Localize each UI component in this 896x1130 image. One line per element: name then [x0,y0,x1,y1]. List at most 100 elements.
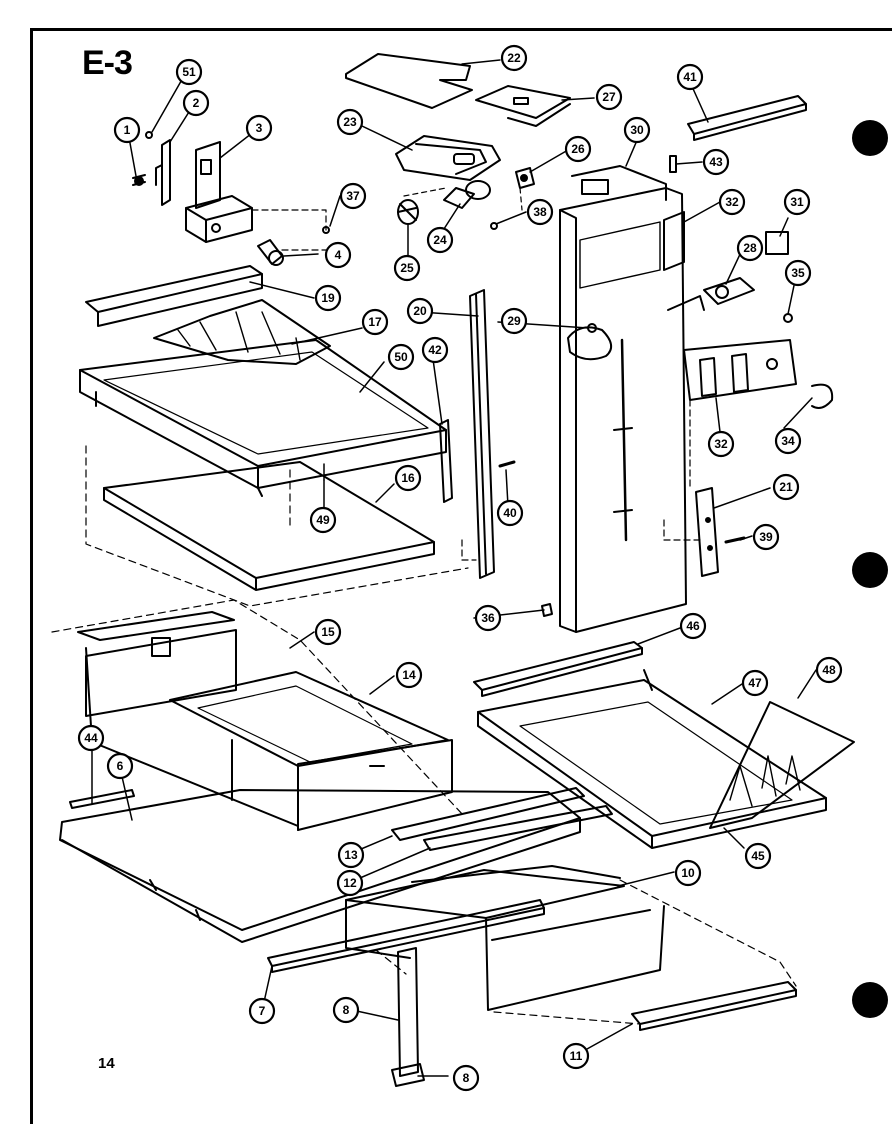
callout-49: 49 [309,506,337,534]
callout-number: 32 [725,195,739,209]
callout-number: 11 [570,1049,583,1063]
callout-7: 7 [248,997,276,1025]
rail-part-12 [423,805,613,851]
callout-number: 37 [346,189,360,203]
callout-number: 17 [368,315,382,329]
callout-number: 48 [822,663,836,677]
callout-22: 22 [500,44,528,72]
callout-number: 49 [316,513,330,527]
callout-number: 8 [463,1071,470,1085]
callout-number: 50 [394,350,408,364]
trim-strip-part-41 [687,95,807,141]
callout-number: 26 [571,142,585,156]
callout-2: 2 [182,89,210,117]
callout-36: 36 [474,604,502,632]
leader-lines [91,59,817,1077]
callout-number: 6 [117,759,124,773]
callout-28: 28 [736,234,764,262]
evaporator-cover-part-30 [559,165,687,633]
callout-8: 8 [332,996,360,1024]
callout-46: 46 [679,612,707,640]
callout-44: 44 [77,724,105,752]
callout-48: 48 [815,656,843,684]
light-shield-part-22 [345,53,473,109]
bottom-shelf-part-6 [59,789,581,943]
shelf-liner-part-48 [709,701,855,829]
screw-part-40 [498,460,516,468]
light-bracket-part-27 [475,85,571,127]
lamp-part-25 [397,199,419,225]
drawer-part-10 [345,865,665,1011]
alignment-line [251,209,331,251]
callout-19: 19 [314,284,342,312]
callout-42: 42 [421,336,449,364]
bracket-part-21 [695,487,719,577]
callout-3: 3 [245,114,273,142]
bracket-part-32-upper [663,211,685,271]
callout-number: 15 [321,625,335,639]
light-housing-part-23 [395,135,501,181]
crisper-cover-part-15 [77,611,237,717]
callout-number: 51 [182,65,196,79]
callout-30: 30 [623,116,651,144]
binder-hole-bottom [852,982,888,1018]
callout-8: 8 [452,1064,480,1092]
screw-part-35 [783,313,793,323]
callout-number: 39 [759,530,773,544]
trim-part-11 [631,981,797,1031]
callout-number: 44 [84,731,98,745]
callout-4: 4 [324,241,352,269]
callout-number: 34 [781,434,795,448]
hinge-bracket-part-2 [155,139,171,206]
binder-hole-top [852,120,888,156]
callout-13: 13 [337,841,365,869]
hinge-block-part-3 [185,141,253,243]
shelf-liner-part-17 [153,299,331,365]
callout-47: 47 [741,669,769,697]
callout-27: 27 [595,83,623,111]
alignment-line [461,539,477,561]
callout-32: 32 [707,430,735,458]
shelf-frame-part-50 [79,339,447,497]
callout-number: 12 [343,876,357,890]
callout-number: 4 [335,248,342,262]
callout-31: 31 [783,188,811,216]
clip-part-43 [669,155,677,173]
callout-number: 42 [428,343,442,357]
callout-number: 7 [259,1004,266,1018]
callout-39: 39 [752,523,780,551]
callout-number: 13 [344,848,358,862]
callout-45: 45 [744,842,772,870]
knob-part-34 [811,383,834,409]
callout-number: 45 [751,849,765,863]
callout-17: 17 [361,308,389,336]
rail-part-13 [391,787,585,841]
callout-number: 2 [193,96,200,110]
callout-25: 25 [393,254,421,282]
callout-number: 31 [790,195,804,209]
screw-part-1 [132,174,146,186]
callout-number: 41 [683,70,697,84]
callout-number: 38 [533,205,547,219]
callout-1: 1 [113,116,141,144]
callout-43: 43 [702,148,730,176]
callout-number: 19 [321,291,335,305]
callout-number: 30 [630,123,644,137]
callout-number: 22 [507,51,521,65]
callout-41: 41 [676,63,704,91]
cover-part-31 [765,231,789,255]
callout-14: 14 [395,661,423,689]
callout-number: 24 [433,233,447,247]
glass-shelf-part-16 [103,461,435,591]
callout-34: 34 [774,427,802,455]
binder-hole-middle [852,552,888,588]
screw-part-38 [490,222,498,230]
rail-part-20 [469,289,495,579]
callout-37: 37 [339,182,367,210]
callout-6: 6 [106,752,134,780]
callout-number: 36 [481,611,495,625]
callout-number: 43 [709,155,723,169]
